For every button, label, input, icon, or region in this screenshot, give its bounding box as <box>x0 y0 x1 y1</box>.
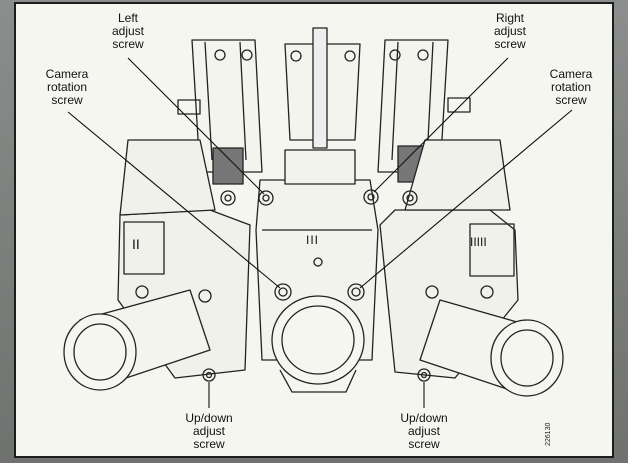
screw-right-adjust-2 <box>402 190 418 206</box>
label-updown-adjust-screw-left: Up/down adjust screw <box>185 411 233 451</box>
leader-right-adjust <box>373 57 509 193</box>
leader-cam-rot-left <box>67 111 281 289</box>
left-lens <box>63 289 211 391</box>
right-lens <box>419 299 564 397</box>
screw-camera-rotation-right <box>347 283 365 301</box>
center-body-mark: III <box>306 233 320 247</box>
screw-updown-right <box>417 368 431 382</box>
leader-lines <box>67 57 573 408</box>
leader-left-adjust <box>127 57 265 195</box>
screw-updown-left <box>202 368 216 382</box>
center-lens <box>271 295 365 393</box>
screw-right-adjust <box>363 189 379 205</box>
label-left-adjust-screw: Left adjust screw <box>111 11 145 51</box>
screw-left-adjust-2 <box>220 190 236 206</box>
center-bracket <box>284 27 361 149</box>
figure-number: 226130 <box>545 422 552 446</box>
label-camera-rotation-screw-left: Camera rotation screw <box>45 67 89 107</box>
left-body-mark: II <box>132 236 140 252</box>
label-right-adjust-screw: Right adjust screw <box>493 11 527 51</box>
right-body-mark: IIIII <box>470 235 487 249</box>
leader-cam-rot-right <box>359 109 573 289</box>
left-spring-block <box>212 147 244 185</box>
screw-camera-rotation-left <box>274 283 292 301</box>
label-camera-rotation-screw-right: Camera rotation screw <box>549 67 593 107</box>
label-updown-adjust-screw-right: Up/down adjust screw <box>400 411 448 451</box>
screw-left-adjust <box>258 190 274 206</box>
